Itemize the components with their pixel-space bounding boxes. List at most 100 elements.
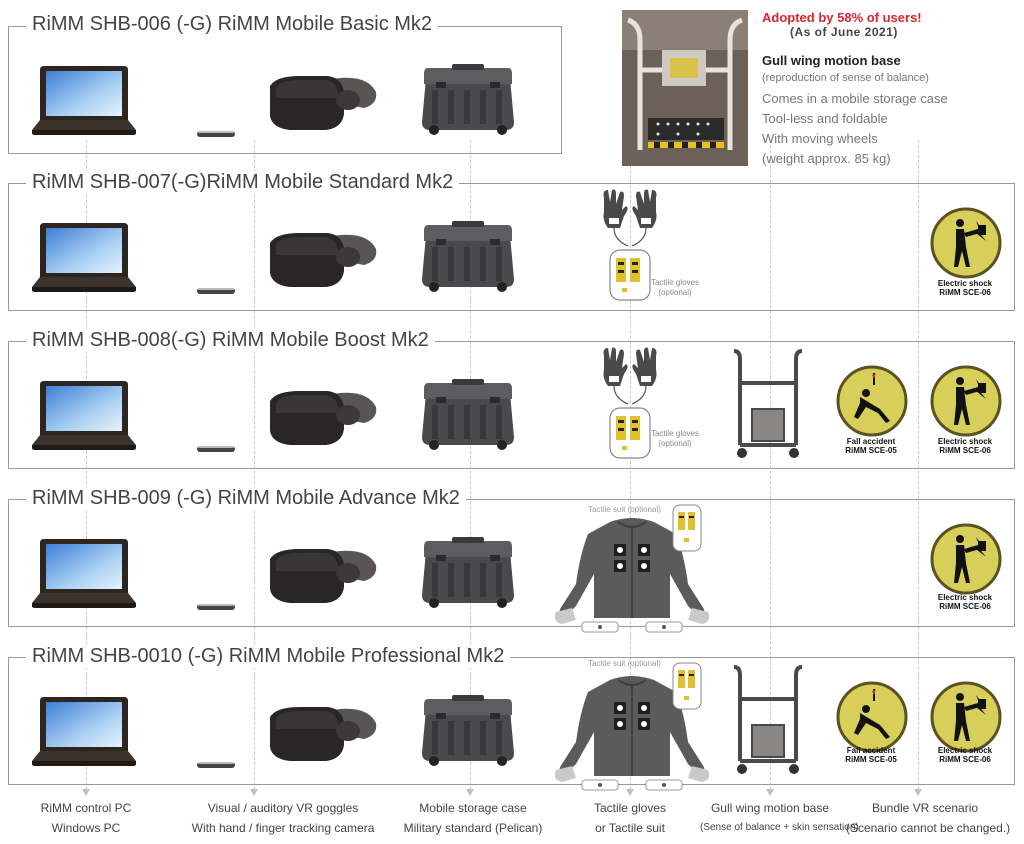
- column-label-line2: (Sense of balance + skin sensation): [700, 822, 859, 833]
- column-label-line1: Mobile storage case: [419, 801, 527, 815]
- electric-shock-icon: [930, 523, 1002, 600]
- storage-case-icon: [418, 695, 518, 772]
- column-label-line2: (Scenario cannot be changed.): [846, 821, 1011, 835]
- gloves-caption-boost: Tactile gloves (optional): [640, 429, 710, 449]
- promo-feature: Comes in a mobile storage case: [762, 91, 948, 106]
- storage-case-icon: [418, 64, 518, 141]
- gloves-caption-standard: Tactile gloves (optional): [640, 278, 710, 298]
- tier-title-boost: RiMM SHB-008(-G) RiMM Mobile Boost Mk2: [26, 329, 435, 352]
- tier-box-boost: [8, 341, 1015, 469]
- tier-title-basic: RiMM SHB-006 (-G) RiMM Mobile Basic Mk2: [26, 13, 439, 36]
- tier-title-professional: RiMM SHB-0010 (-G) RiMM Mobile Professio…: [26, 645, 511, 668]
- promo-feature: With moving wheels: [762, 131, 878, 146]
- scenario-name: Electric shock: [937, 437, 993, 446]
- motion-base-photo: [622, 10, 748, 166]
- suit-caption-professional: Tactile suit (optional): [588, 659, 661, 668]
- column-label-case: Mobile storage case Military standard (P…: [400, 798, 546, 838]
- electric-shock-icon: [930, 681, 1002, 758]
- tier-title-standard: RiMM SHB-007(-G)RiMM Mobile Standard Mk2: [26, 171, 460, 194]
- adoption-headline: Adopted by 58% of users!: [762, 10, 922, 25]
- scenario-code: RiMM SCE-05: [845, 446, 897, 455]
- electric-shock-icon: [930, 365, 1002, 442]
- hand-tracking-camera-icon: [196, 126, 236, 144]
- hand-tracking-camera-icon: [196, 283, 236, 301]
- laptop-icon: [30, 695, 138, 772]
- vr-goggles-icon: [266, 543, 378, 612]
- gloves-caption-line2: (optional): [658, 288, 692, 297]
- column-label-line2: Military standard (Pelican): [403, 821, 543, 835]
- column-label-line1: RiMM control PC: [40, 801, 132, 815]
- laptop-icon: [30, 379, 138, 456]
- promo-feature: Tool-less and foldable: [762, 111, 888, 126]
- column-guide-scenario: [914, 140, 922, 796]
- scenario-code: RiMM SCE-06: [939, 755, 991, 764]
- scenario-code: RiMM SCE-06: [939, 602, 991, 611]
- vr-goggles-icon: [266, 385, 378, 454]
- column-label-scenario: Bundle VR scenario (Scenario cannot be c…: [846, 798, 1011, 838]
- tactile-suit-icon: [552, 672, 712, 797]
- hand-tracking-camera-icon: [196, 441, 236, 459]
- scenario-code: RiMM SCE-06: [939, 288, 991, 297]
- scenario-name: Electric shock: [937, 746, 993, 755]
- column-guide-goggles: [250, 140, 258, 796]
- column-guide-case: [466, 140, 474, 796]
- tactile-gloves-icon: [598, 188, 662, 317]
- column-label-line1: Visual / auditory VR goggles: [207, 801, 359, 815]
- scenario-name: Electric shock: [937, 593, 993, 602]
- tactile-controller-icon: [672, 662, 702, 715]
- scenario-code: RiMM SCE-05: [845, 755, 897, 764]
- motion-base-icon: [732, 665, 804, 782]
- fall-accident-icon: [836, 365, 908, 442]
- storage-case-icon: [418, 537, 518, 614]
- column-label-goggles: Visual / auditory VR goggles With hand /…: [188, 798, 378, 838]
- column-label-line1: Tactile gloves: [593, 801, 667, 815]
- column-guide-tactile: [626, 140, 634, 796]
- vr-goggles-icon: [266, 70, 378, 139]
- column-guide-motion: [766, 140, 774, 796]
- column-label-line1: Gull wing motion base: [710, 801, 830, 815]
- scenario-code: RiMM SCE-06: [939, 446, 991, 455]
- column-label-motion: Gull wing motion base (Sense of balance …: [700, 798, 859, 838]
- column-label-line2: or Tactile suit: [595, 821, 665, 835]
- gloves-caption-line1: Tactile gloves: [650, 278, 700, 287]
- adoption-date: (As of June 2021): [790, 25, 898, 39]
- column-label-line2: With hand / finger tracking camera: [191, 821, 375, 835]
- scenario-name: Electric shock: [937, 279, 993, 288]
- gloves-caption-line2: (optional): [658, 439, 692, 448]
- laptop-icon: [30, 537, 138, 614]
- gloves-caption-line1: Tactile gloves: [650, 429, 700, 438]
- column-label-line1: Bundle VR scenario: [871, 801, 979, 815]
- tactile-controller-icon: [672, 504, 702, 557]
- promo-heading: Gull wing motion base: [762, 53, 901, 68]
- tier-box-professional: [8, 657, 1015, 785]
- column-label-line2: Windows PC: [51, 821, 121, 835]
- storage-case-icon: [418, 379, 518, 456]
- laptop-icon: [30, 221, 138, 298]
- tier-box-advance: [8, 499, 1015, 627]
- hand-tracking-camera-icon: [196, 757, 236, 775]
- column-guide-pc: [82, 140, 90, 796]
- column-label-pc: RiMM control PC Windows PC: [30, 798, 142, 838]
- tactile-suit-icon: [552, 514, 712, 639]
- vr-goggles-icon: [266, 227, 378, 296]
- vr-goggles-icon: [266, 701, 378, 770]
- fall-accident-icon: [836, 681, 908, 758]
- tactile-gloves-icon: [598, 346, 662, 475]
- storage-case-icon: [418, 221, 518, 298]
- scenario-name: Fall accident: [846, 437, 896, 446]
- tier-box-standard: [8, 183, 1015, 311]
- suit-caption-advance: Tactile suit (optional): [588, 505, 661, 514]
- promo-feature: (weight approx. 85 kg): [762, 151, 891, 166]
- column-label-tactile: Tactile gloves or Tactile suit: [580, 798, 680, 838]
- laptop-icon: [30, 64, 138, 141]
- hand-tracking-camera-icon: [196, 599, 236, 617]
- promo-subheading: (reproduction of sense of balance): [762, 72, 929, 84]
- scenario-name: Fall accident: [846, 746, 896, 755]
- tier-title-advance: RiMM SHB-009 (-G) RiMM Mobile Advance Mk…: [26, 487, 466, 510]
